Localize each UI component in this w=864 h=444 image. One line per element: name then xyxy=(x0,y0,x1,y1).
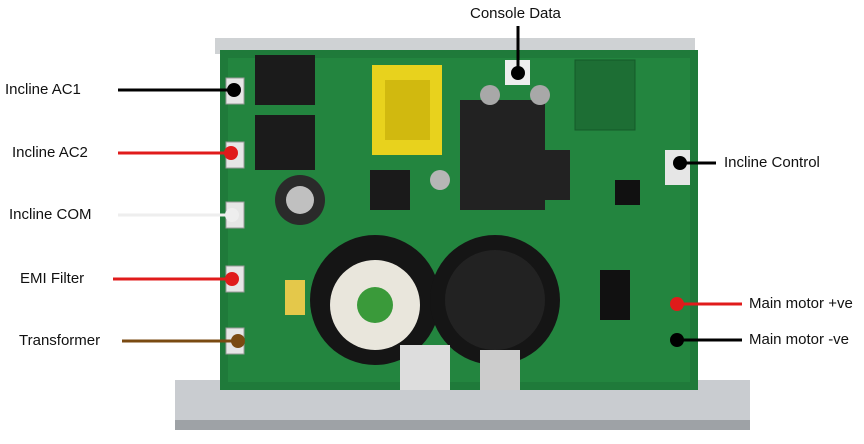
dot-incline-com xyxy=(225,208,239,222)
dot-incline-ac2 xyxy=(224,146,238,160)
dot-main-motor-pos xyxy=(670,297,684,311)
label-incline-ac1: Incline AC1 xyxy=(5,81,81,98)
label-transformer: Transformer xyxy=(19,332,101,349)
label-emi-filter: EMI Filter xyxy=(20,270,85,287)
label-main-motor-pos: Main motor +ve xyxy=(749,295,853,312)
label-console-data: Console Data xyxy=(470,5,561,22)
label-incline-control: Incline Control xyxy=(724,154,820,171)
dot-emi-filter xyxy=(225,272,239,286)
dot-incline-control xyxy=(673,156,687,170)
dot-transformer xyxy=(231,334,245,348)
label-incline-com: Incline COM xyxy=(9,206,92,223)
dot-incline-ac1 xyxy=(227,83,241,97)
label-incline-ac2: Incline AC2 xyxy=(12,144,88,161)
dot-main-motor-neg xyxy=(670,333,684,347)
dot-console-data xyxy=(511,66,525,80)
label-main-motor-neg: Main motor -ve xyxy=(749,331,850,348)
